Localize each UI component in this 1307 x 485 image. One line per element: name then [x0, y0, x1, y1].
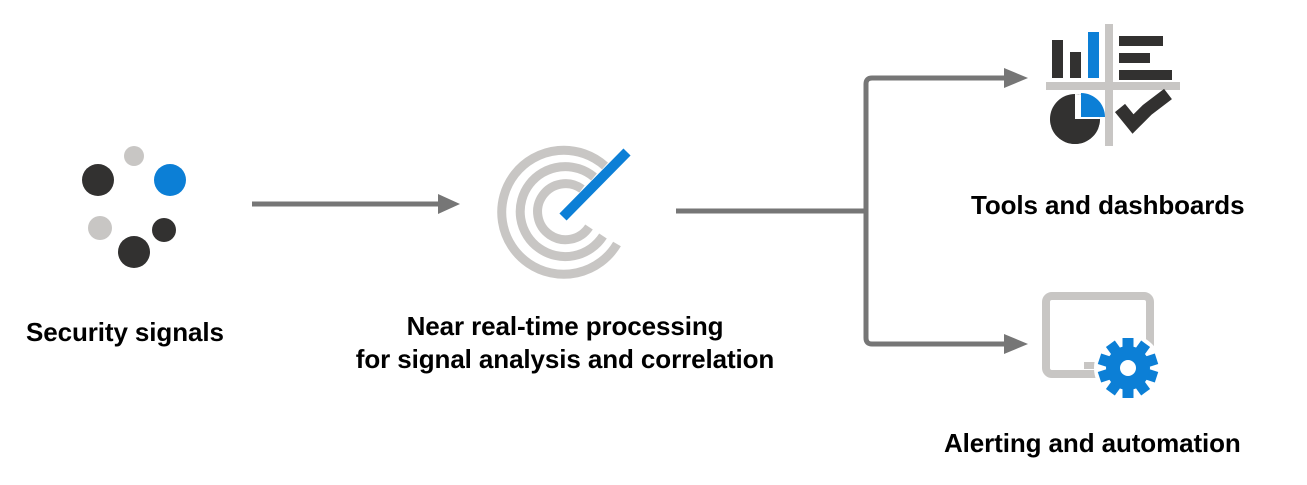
radar-arc-inner [533, 179, 593, 245]
label-security-signals: Security signals [26, 317, 224, 347]
hbar-3 [1119, 70, 1172, 80]
label-processing-line1: Near real-time processing [406, 311, 724, 341]
dot-dark-right [152, 218, 176, 242]
radar-arc-middle [515, 162, 607, 262]
quadrant-horizontal-bars [1119, 36, 1172, 80]
gear-hub-hole [1120, 360, 1136, 376]
arrow-signals-to-processing [252, 192, 460, 216]
arrow-head [438, 194, 460, 214]
hbar-1 [1119, 36, 1163, 46]
arrow-head-to-tools [1004, 68, 1028, 88]
radar-needle [559, 148, 631, 221]
quadrant-pie-chart [1050, 90, 1105, 144]
bar-2 [1070, 52, 1081, 78]
pie-slice-minor [1081, 93, 1105, 117]
dot-light-top [124, 146, 144, 166]
line-chart-path [1114, 88, 1172, 134]
bar-3-highlight [1088, 32, 1099, 78]
label-alerting-and-automation: Alerting and automation [944, 428, 1241, 458]
radar-arc-outer [497, 145, 621, 279]
fork-trunk [863, 75, 1006, 347]
radar-scan-icon [497, 140, 643, 286]
scattered-dots-icon [78, 146, 188, 268]
monitor-stand-notch [1084, 362, 1104, 369]
gear-icon [1094, 334, 1162, 402]
label-tools-and-dashboards: Tools and dashboards [971, 190, 1245, 220]
dot-light-left [88, 216, 112, 240]
dot-blue-right [154, 164, 186, 196]
dot-dark-left [82, 164, 114, 196]
label-processing: Near real-time processing for signal ana… [310, 310, 820, 375]
quadrant-line-chart [1114, 88, 1172, 134]
arrow-head-to-alerting [1004, 334, 1028, 354]
dot-dark-bottom [118, 236, 150, 268]
quadrant-bar-chart [1052, 32, 1099, 78]
hbar-2 [1119, 53, 1150, 63]
arrow-fork-connector [676, 66, 1046, 356]
dashboard-grid-icon [1046, 24, 1180, 146]
label-processing-line2: for signal analysis and correlation [355, 343, 775, 374]
monitor-with-gear-icon [1040, 290, 1172, 402]
bar-1 [1052, 40, 1063, 78]
